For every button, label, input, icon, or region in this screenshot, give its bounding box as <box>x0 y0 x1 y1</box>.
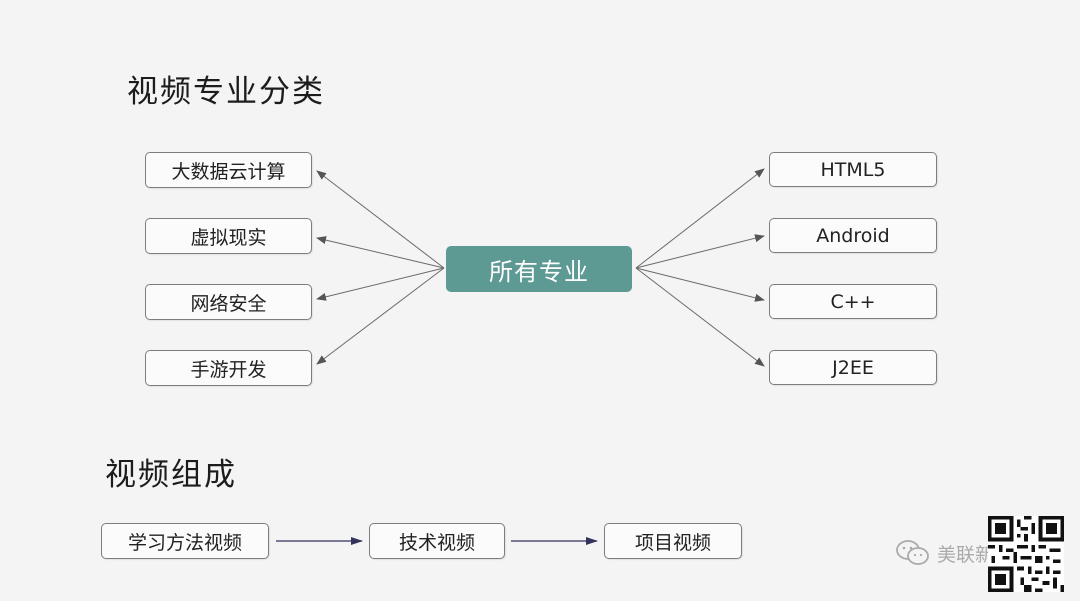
flow-node-3: 项目视频 <box>604 523 742 559</box>
right-node-1: HTML5 <box>769 152 937 187</box>
section-title-categories: 视频专业分类 <box>127 74 325 110</box>
arrow-to-left-3 <box>316 267 445 301</box>
arrow-to-right-2 <box>635 234 765 269</box>
flow-node-1: 学习方法视频 <box>101 523 269 559</box>
left-node-2: 虚拟现实 <box>145 218 312 254</box>
right-node-2: Android <box>769 218 937 253</box>
qr-code-icon <box>988 516 1064 592</box>
center-node: 所有专业 <box>446 246 632 292</box>
left-node-3: 网络安全 <box>145 284 312 320</box>
section-title-composition: 视频组成 <box>105 457 237 493</box>
arrow-to-left-2 <box>316 236 445 269</box>
right-node-3: C++ <box>769 284 937 319</box>
arrow-to-left-1 <box>316 170 445 269</box>
left-node-1: 大数据云计算 <box>145 152 312 188</box>
arrow-to-right-3 <box>635 267 765 302</box>
arrow-to-left-4 <box>316 267 445 365</box>
flow-node-2: 技术视频 <box>369 523 505 559</box>
right-node-4: J2EE <box>769 350 937 385</box>
wechat-icon <box>896 540 929 565</box>
arrow-to-right-4 <box>635 267 765 367</box>
left-node-4: 手游开发 <box>145 350 312 386</box>
arrow-to-right-1 <box>635 168 765 269</box>
